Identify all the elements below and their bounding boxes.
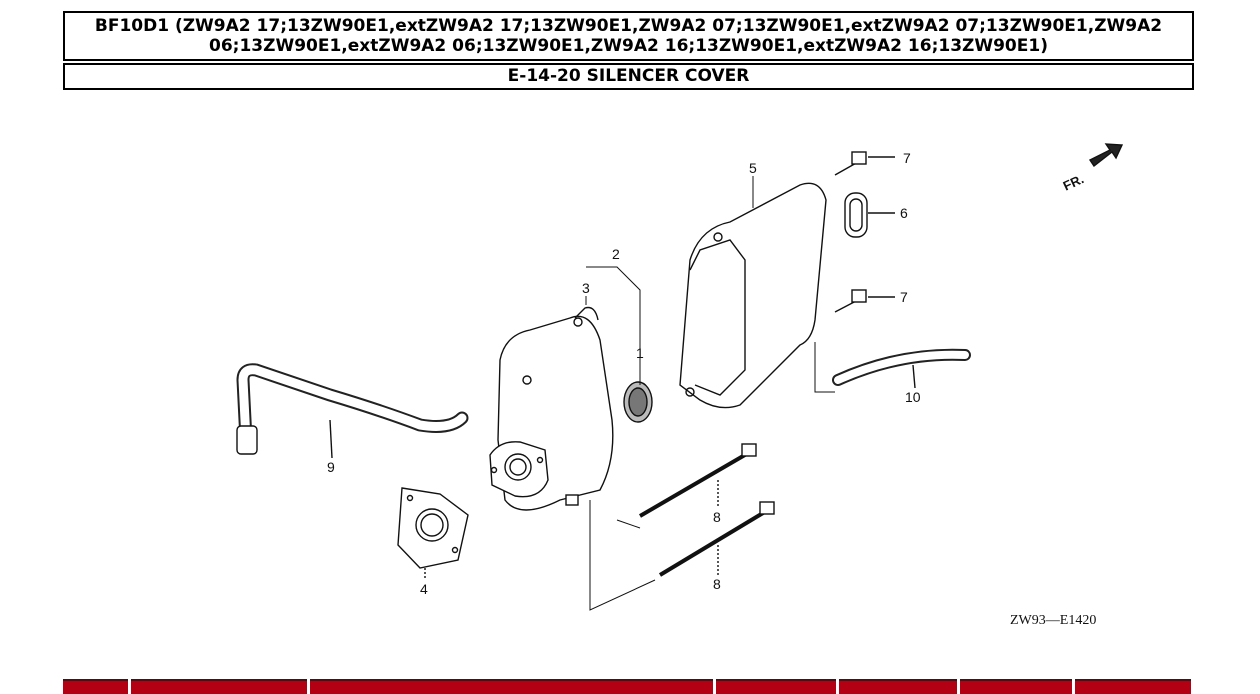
breather-tube-drawing <box>236 363 469 459</box>
table-header-cell <box>960 679 1072 694</box>
table-header-cell <box>716 679 836 694</box>
callout-5: 5 <box>749 160 757 176</box>
section-title: E-14-20 SILENCER COVER <box>507 66 750 86</box>
table-header-cell <box>63 679 128 694</box>
callout-10: 10 <box>905 389 921 405</box>
callout-4: 4 <box>420 581 428 597</box>
front-marker: FR. <box>1061 171 1086 193</box>
callout-2: 2 <box>612 246 620 262</box>
table-header-cell <box>310 679 713 694</box>
leader-lines <box>585 176 835 611</box>
gasket-drawing <box>397 487 469 578</box>
section-title-header: E-14-20 SILENCER COVER <box>63 63 1194 90</box>
silencer-body-drawing <box>489 306 614 511</box>
parts-table-header <box>63 679 1194 694</box>
drawing-code: ZW93—E1420 <box>1010 613 1096 628</box>
bolt-7-drawing <box>834 151 895 313</box>
callout-3: 3 <box>582 280 590 296</box>
parts-diagram: 1 2 3 4 5 6 7 7 8 8 9 10 FR. ZW93—E1420 <box>236 143 1124 628</box>
table-header-cell <box>131 679 307 694</box>
callout-6: 6 <box>900 205 908 221</box>
table-header-cell <box>839 679 957 694</box>
front-arrow-icon <box>1088 143 1124 168</box>
silencer-cover-drawing <box>679 182 827 409</box>
callout-7b: 7 <box>900 289 908 305</box>
table-header-cell <box>1075 679 1191 694</box>
model-header: BF10D1 (ZW9A2 17;13ZW90E1,extZW9A2 17;13… <box>63 11 1194 61</box>
model-line: BF10D1 (ZW9A2 17;13ZW90E1,extZW9A2 17;13… <box>94 16 1163 56</box>
grommet-drawing <box>844 192 895 238</box>
callout-8a: 8 <box>713 509 721 525</box>
bolt-8-drawing <box>638 443 775 577</box>
callout-1: 1 <box>636 345 644 361</box>
screen-drawing <box>623 381 653 423</box>
callout-7a: 7 <box>903 150 911 166</box>
callout-9: 9 <box>327 459 335 475</box>
callout-8b: 8 <box>713 576 721 592</box>
tube-drawing <box>832 348 971 389</box>
